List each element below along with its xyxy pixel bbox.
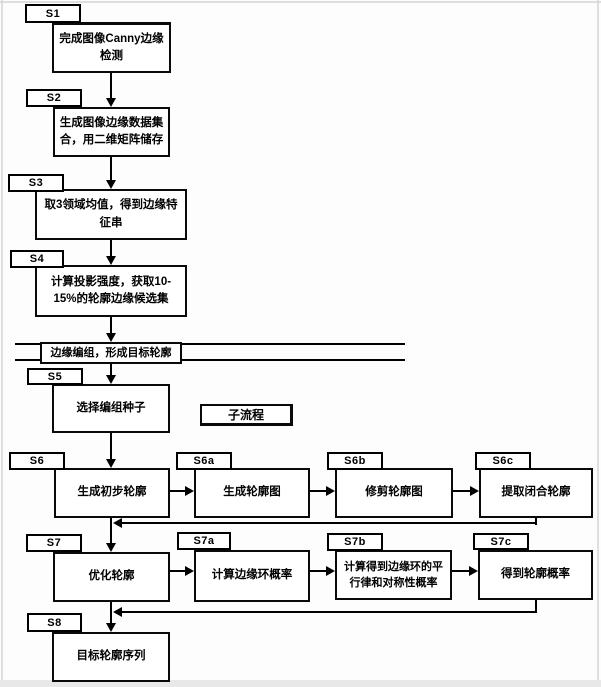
connector-s6b-s6c — [453, 490, 471, 492]
flow-box-parallel-symmetry-probability: 计算得到边缘环的平行律和对称性概率 — [335, 550, 452, 600]
connector-s1-s2 — [110, 73, 112, 99]
arrowhead-s6c-return — [113, 518, 122, 528]
frame-top-line — [0, 1, 601, 3]
band-rail-bottom — [15, 359, 405, 361]
connector-band-s5 — [110, 364, 112, 376]
connector-s7-s7a — [170, 570, 187, 572]
step-tag-s6a: S6a — [176, 452, 232, 470]
flow-box-extract-closed-contours: 提取闭合轮廓 — [479, 468, 593, 518]
connector-s7-s8 — [110, 601, 112, 624]
flow-box-contour-probability: 得到轮廓概率 — [478, 550, 593, 600]
arrowhead-s7c-return — [113, 607, 122, 617]
frame-left-line — [1, 0, 3, 687]
arrowhead-into-s2 — [106, 98, 116, 107]
flow-box-edge-ring-probability: 计算边缘环概率 — [194, 550, 310, 602]
step-tag-s7a: S7a — [177, 532, 231, 550]
connector-s5-s6 — [110, 433, 112, 460]
flow-box-canny-edge-detection: 完成图像Canny边缘检测 — [52, 22, 171, 73]
flow-box-projection-candidate-set: 计算投影强度，获取10-15%的轮廓边缘候选集 — [35, 265, 187, 317]
flow-box-edge-grouping-band: 边缘编组，形成目标轮廓 — [40, 342, 182, 364]
return-line-s6c-horizontal — [122, 522, 537, 524]
arrowhead-into-s3 — [106, 180, 116, 189]
arrowhead-into-s5 — [106, 375, 116, 384]
arrowhead-into-s6c — [470, 486, 479, 496]
flow-box-optimize-contour: 优化轮廓 — [53, 552, 170, 602]
return-line-s6c-vertical — [535, 518, 537, 525]
band-rail-top — [15, 343, 405, 345]
flow-box-subprocess-label: 子流程 — [200, 404, 293, 426]
arrowhead-into-band — [106, 333, 116, 342]
flow-box-edge-dataset-matrix: 生成图像边缘数据集合，用二维矩阵储存 — [53, 107, 170, 157]
step-tag-s7c: S7c — [473, 533, 529, 550]
flow-box-neighborhood-mean-feature: 取3领域均值，得到边缘特征串 — [35, 189, 187, 240]
arrowhead-into-s4 — [106, 256, 116, 265]
connector-s6-s7 — [110, 517, 112, 544]
step-tag-s6b: S6b — [327, 452, 383, 470]
step-tag-s6c: S6c — [475, 452, 531, 470]
arrowhead-into-s6b — [326, 486, 335, 496]
step-tag-s4: S4 — [10, 250, 64, 268]
return-line-s7c-vertical — [535, 600, 537, 613]
connector-s2-s3 — [110, 157, 112, 181]
arrowhead-into-s6a — [185, 486, 194, 496]
arrowhead-into-s7a — [185, 566, 194, 576]
connector-s4-band — [110, 317, 112, 334]
step-tag-s1: S1 — [25, 4, 81, 23]
step-tag-s5: S5 — [27, 368, 83, 385]
frame-bottom-strip — [0, 680, 601, 687]
arrowhead-into-s7b — [326, 566, 335, 576]
step-tag-s6: S6 — [9, 452, 65, 470]
flow-box-generate-initial-contour: 生成初步轮廓 — [54, 468, 170, 518]
step-tag-s3: S3 — [8, 174, 64, 192]
connector-s7b-s7c — [452, 570, 470, 572]
connector-s7a-s7b — [310, 570, 328, 572]
connector-s6a-s6b — [310, 490, 328, 492]
step-tag-s7: S7 — [26, 534, 82, 552]
return-line-s7c-horizontal — [122, 611, 537, 613]
step-tag-s7b: S7b — [327, 533, 383, 551]
arrowhead-into-s8 — [106, 623, 116, 632]
connector-s3-s4 — [110, 240, 112, 257]
flow-box-generate-contour-graph: 生成轮廓图 — [194, 468, 310, 518]
arrowhead-into-s6 — [106, 459, 116, 468]
flow-box-select-grouping-seed: 选择编组种子 — [52, 384, 170, 433]
frame-right-line — [597, 0, 599, 687]
flow-box-target-contour-sequence: 目标轮廓序列 — [52, 632, 170, 682]
step-tag-s2: S2 — [26, 89, 82, 107]
flow-box-prune-contour-graph: 修剪轮廓图 — [335, 468, 453, 518]
connector-s6-s6a — [170, 490, 187, 492]
arrowhead-into-s7c — [469, 566, 478, 576]
arrowhead-into-s7 — [106, 543, 116, 552]
step-tag-s8: S8 — [27, 613, 82, 632]
